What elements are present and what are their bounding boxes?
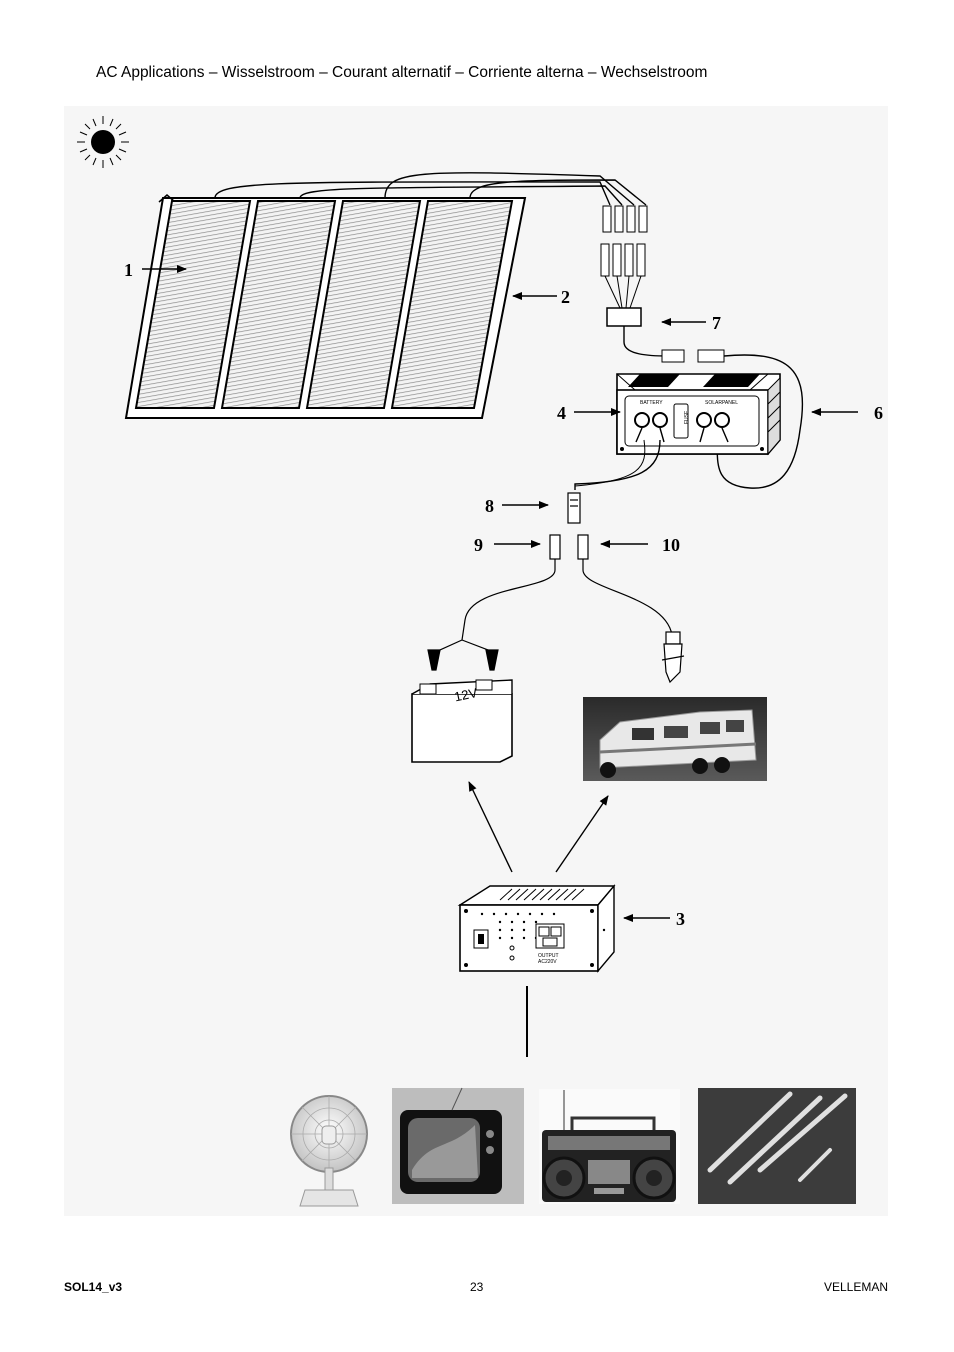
controller-battery-label: BATTERY <box>640 400 663 406</box>
inverter-voltage-label: AC220V <box>538 959 557 965</box>
callout-1: 1 <box>124 260 133 280</box>
controller-solarpanel-label: SOLARPANEL <box>705 400 738 406</box>
sun-icon <box>77 116 129 168</box>
callout-3: 3 <box>676 909 685 929</box>
solar-cell-1 <box>134 200 252 409</box>
fan-photo <box>290 1095 368 1207</box>
callout-6: 6 <box>874 403 883 423</box>
page-title: AC Applications – Wisselstroom – Courant… <box>96 64 708 81</box>
cigarette-lighter-plug <box>661 631 685 684</box>
solar-cell-4 <box>390 200 514 409</box>
solar-cell-2 <box>220 200 337 409</box>
inverter: OUTPUT AC220V <box>457 884 616 973</box>
callout-9: 9 <box>474 535 483 555</box>
fluorescent-tubes-photo <box>698 1088 856 1204</box>
output-connectors <box>461 492 673 641</box>
battery-clamps <box>427 639 499 671</box>
television-photo <box>392 1087 524 1204</box>
charge-controller: BATTERY SOLARPANEL FUSE <box>574 373 781 490</box>
battery-voltage-label: 12V <box>453 685 479 705</box>
solar-panel <box>124 172 647 419</box>
controller-fuse-label: FUSE <box>684 410 690 424</box>
junction-box <box>606 307 804 489</box>
panel-connectors <box>600 205 648 309</box>
car-battery: 12V <box>411 679 513 763</box>
ac-applications-diagram: BATTERY SOLARPANEL FUSE <box>64 106 888 1216</box>
footer-brand: VELLEMAN <box>823 1280 888 1294</box>
callout-7: 7 <box>712 313 721 333</box>
inverter-output-label: OUTPUT <box>538 953 559 959</box>
callout-4: 4 <box>557 403 566 423</box>
radio-photo <box>539 1089 680 1204</box>
footer-model: SOL14_v3 <box>64 1280 123 1294</box>
solar-cell-3 <box>305 200 422 409</box>
callout-2: 2 <box>561 287 570 307</box>
callout-8: 8 <box>485 496 494 516</box>
callout-10: 10 <box>662 535 680 555</box>
footer-page-number: 23 <box>470 1280 484 1294</box>
motorhome-photo <box>583 697 767 781</box>
